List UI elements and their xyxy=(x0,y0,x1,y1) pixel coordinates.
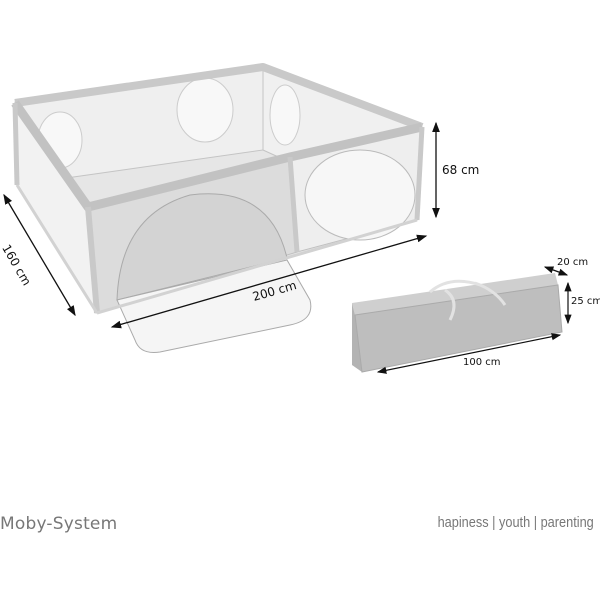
bag-depth-label: 20 cm xyxy=(557,257,589,268)
bag-length-label: 100 cm xyxy=(463,357,501,368)
slogan: hapiness | youth | parenting xyxy=(437,514,594,531)
brand-logo: Moby-System xyxy=(0,514,118,534)
playpen-dimension-arrows xyxy=(3,121,440,329)
height-dimension-label: 68 cm xyxy=(442,163,480,177)
storage-bag xyxy=(352,273,563,373)
bag-dimension-arrows xyxy=(376,266,572,374)
bag-height-label: 25 cm xyxy=(571,296,600,307)
